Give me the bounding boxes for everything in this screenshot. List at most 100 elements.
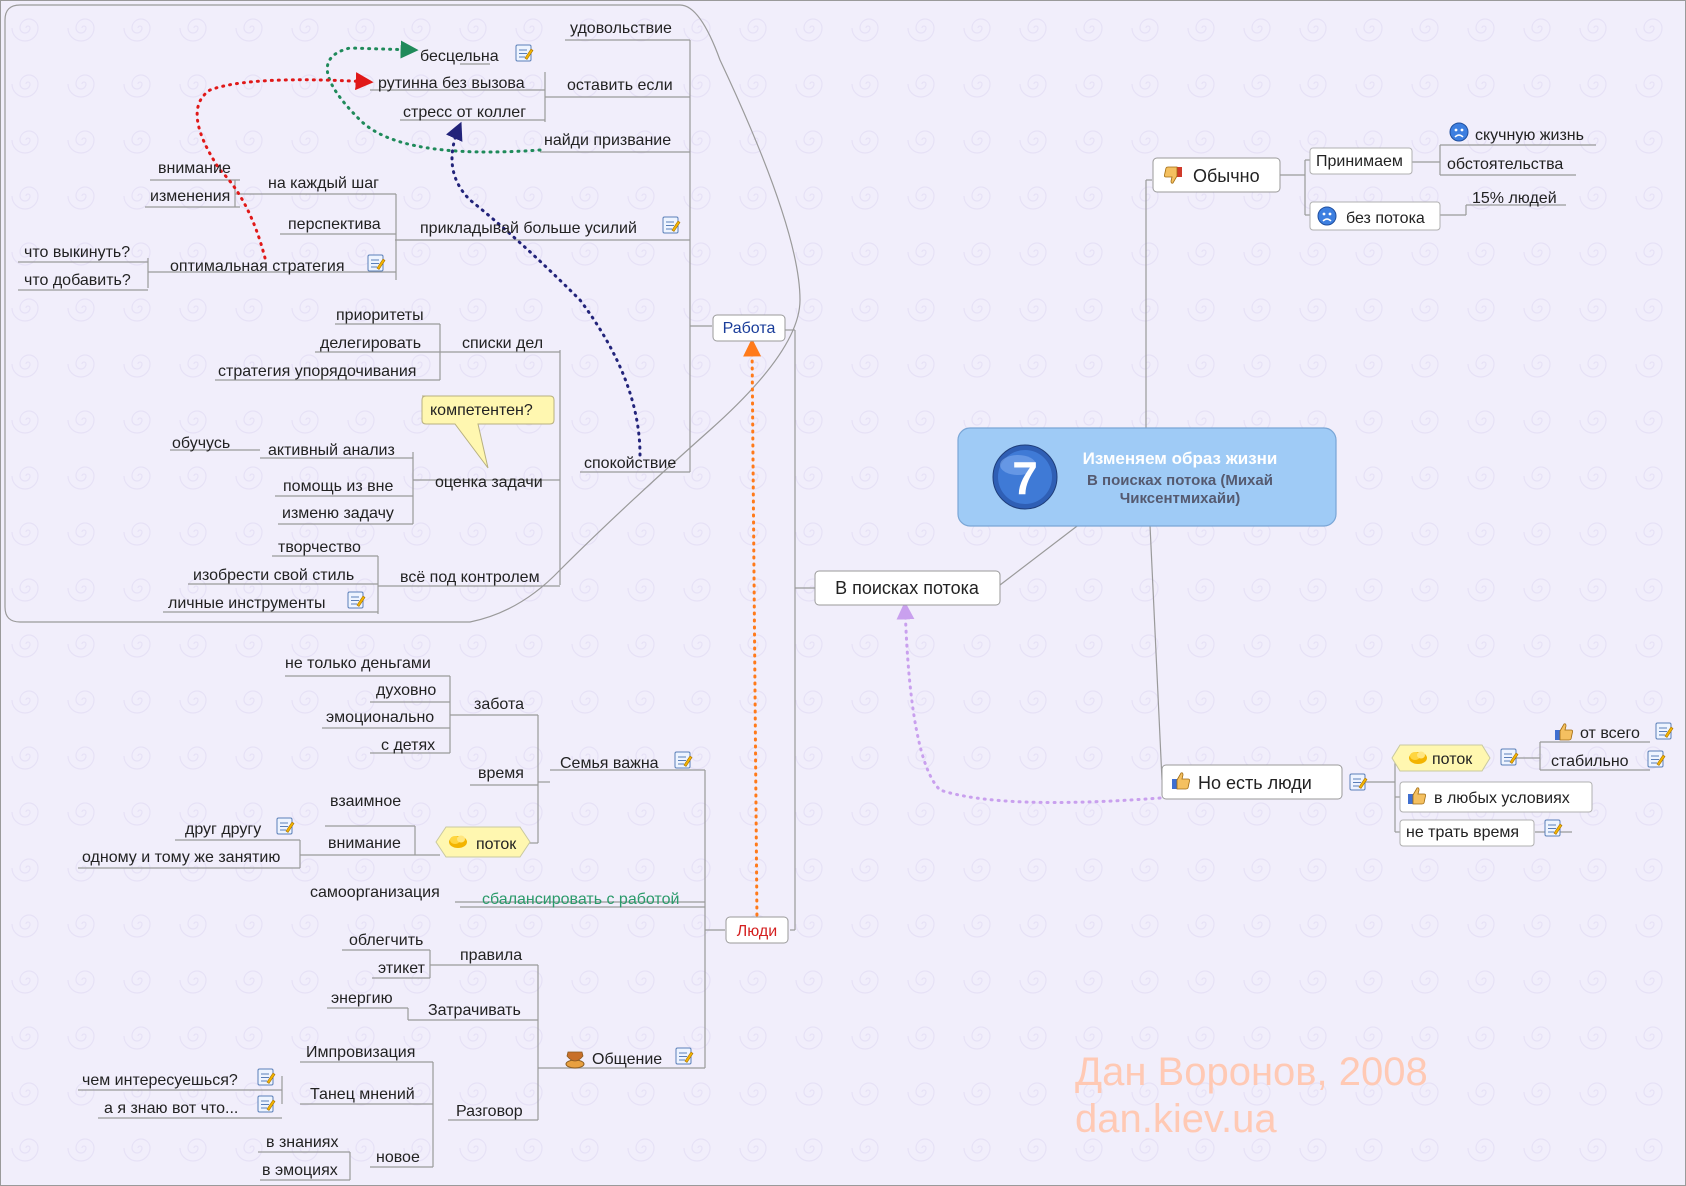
usually-no-flow-label: без потока xyxy=(1346,210,1425,227)
branch-usually-label: Обычно xyxy=(1193,166,1260,186)
note-icon[interactable] xyxy=(367,254,386,272)
people-in-knowledge: в знаниях xyxy=(266,1134,338,1151)
branch-usually[interactable]: Обычно xyxy=(1152,157,1281,193)
people-dance: Танец мнений xyxy=(310,1086,415,1103)
branch-search-label: В поисках потока xyxy=(835,578,980,598)
central-subtitle-1: В поисках потока (Михай xyxy=(1087,472,1273,489)
but-people-stable: стабильно xyxy=(1551,753,1629,770)
note-icon[interactable] xyxy=(1544,819,1563,837)
but-people-any-conditions[interactable]: в любых условиях xyxy=(1399,781,1593,813)
branch-but-people[interactable]: Но есть люди xyxy=(1161,764,1343,800)
but-people-from-all: от всего xyxy=(1580,725,1640,742)
note-icon[interactable] xyxy=(1647,750,1666,768)
work-personal-tools: личные инструменты xyxy=(168,595,326,612)
work-perspective: перспектива xyxy=(288,216,381,233)
note-icon[interactable] xyxy=(276,817,295,835)
cloud-icon xyxy=(1409,751,1427,764)
people-etiquette: этикет xyxy=(378,960,426,977)
people-same-activity: одному и тому же занятию xyxy=(82,849,280,866)
but-people-flow-label: поток xyxy=(1432,751,1473,768)
work-leave-if: оставить если xyxy=(567,77,673,94)
work-each-step: на каждый шаг xyxy=(268,175,379,192)
work-boundary xyxy=(4,4,801,623)
usually-accept[interactable]: Принимаем xyxy=(1309,147,1413,175)
people-energy: энергию xyxy=(331,990,393,1007)
connector-lines xyxy=(18,39,1650,1181)
note-icon[interactable] xyxy=(257,1095,276,1113)
note-icon[interactable] xyxy=(675,1047,694,1065)
people-with-kids: с детях xyxy=(381,737,435,754)
work-all-control: всё под контролем xyxy=(400,569,540,586)
but-people-no-waste[interactable]: не трать время xyxy=(1399,819,1535,847)
work-learn: обучусь xyxy=(172,435,230,452)
badge-7-icon: 7 xyxy=(992,444,1058,510)
work-add: что добавить? xyxy=(24,272,131,289)
work-competent: компетентен? xyxy=(430,402,533,419)
work-todo-lists: списки дел xyxy=(462,335,543,352)
but-people-no-waste-label: не трать время xyxy=(1406,824,1519,841)
people-interested: чем интересуешься? xyxy=(82,1072,238,1089)
usually-accept-label: Принимаем xyxy=(1316,153,1403,170)
work-changes: изменения xyxy=(150,188,230,205)
usually-circumstances: обстоятельства xyxy=(1447,156,1563,173)
people-rules: правила xyxy=(460,947,522,964)
people-time: время xyxy=(478,765,524,782)
work-stress: стресс от коллег xyxy=(403,104,526,121)
branch-people[interactable]: Люди xyxy=(725,916,789,944)
work-competent-callout: компетентен? xyxy=(421,395,555,469)
note-icon[interactable] xyxy=(662,216,681,234)
note-icon[interactable] xyxy=(1349,773,1368,791)
people-ease: облегчить xyxy=(349,932,423,949)
people-flow[interactable]: поток xyxy=(435,826,531,858)
people-spiritually: духовно xyxy=(376,682,436,699)
work-pointless: бесцельна xyxy=(420,48,499,65)
usually-no-flow[interactable]: без потока xyxy=(1309,201,1441,231)
work-task-eval: оценка задачи xyxy=(435,474,543,491)
branch-search[interactable]: В поисках потока xyxy=(814,570,1001,606)
work-attention: внимание xyxy=(158,160,231,177)
people-communication: Общение xyxy=(592,1051,662,1068)
work-throw-out: что выкинуть? xyxy=(24,244,130,261)
people-balance: сбалансировать с работой xyxy=(482,891,679,908)
branch-but-people-label: Но есть люди xyxy=(1198,773,1312,793)
relation-arrows xyxy=(195,40,1162,937)
work-change-task: изменю задачу xyxy=(282,505,394,522)
work-external-help: помощь из вне xyxy=(283,478,393,495)
people-care: забота xyxy=(474,696,524,713)
arrow-find-calling-to-pointless xyxy=(325,40,542,154)
but-people-any-conditions-label: в любых условиях xyxy=(1434,790,1570,807)
people-talk: Разговор xyxy=(456,1103,523,1120)
people-each-other: друг другу xyxy=(185,821,261,838)
people-emotionally: эмоционально xyxy=(326,709,434,726)
work-creativity: творчество xyxy=(278,539,361,556)
people-i-know: а я знаю вот что... xyxy=(104,1100,238,1117)
note-icon[interactable] xyxy=(515,44,534,62)
work-priorities: приоритеты xyxy=(336,307,424,324)
badge-number: 7 xyxy=(1012,452,1038,504)
people-improv: Импровизация xyxy=(306,1044,415,1061)
note-icon[interactable] xyxy=(257,1068,276,1086)
usually-boring-life: скучную жизнь xyxy=(1475,127,1584,144)
work-routine: рутинна без вызова xyxy=(378,75,525,92)
cloud-icon xyxy=(449,835,467,848)
arrow-calm-to-stress xyxy=(445,121,642,457)
note-icon[interactable] xyxy=(347,591,366,609)
note-icon[interactable] xyxy=(1655,722,1674,740)
note-icon[interactable] xyxy=(674,751,693,769)
central-topic[interactable]: 7 Изменяем образ жизни В поисках потока … xyxy=(957,427,1337,527)
watermark-site: dan.kiev.ua xyxy=(1075,1097,1277,1141)
branch-work-label: Работа xyxy=(723,320,776,337)
sad-face-icon xyxy=(1449,122,1469,142)
people-attention: внимание xyxy=(328,835,401,852)
sad-face-icon xyxy=(1317,206,1337,226)
people-spend: Затрачивать xyxy=(428,1002,521,1019)
people-flow-label: поток xyxy=(476,836,517,853)
but-people-flow[interactable]: поток xyxy=(1391,744,1491,772)
branch-work[interactable]: Работа xyxy=(712,314,786,342)
work-find-calling: найди призвание xyxy=(544,132,671,149)
people-self-org: самоорганизация xyxy=(310,884,440,901)
note-icon[interactable] xyxy=(1500,748,1519,766)
work-delegate: делегировать xyxy=(320,335,421,352)
usually-percent: 15% людей xyxy=(1472,190,1557,207)
